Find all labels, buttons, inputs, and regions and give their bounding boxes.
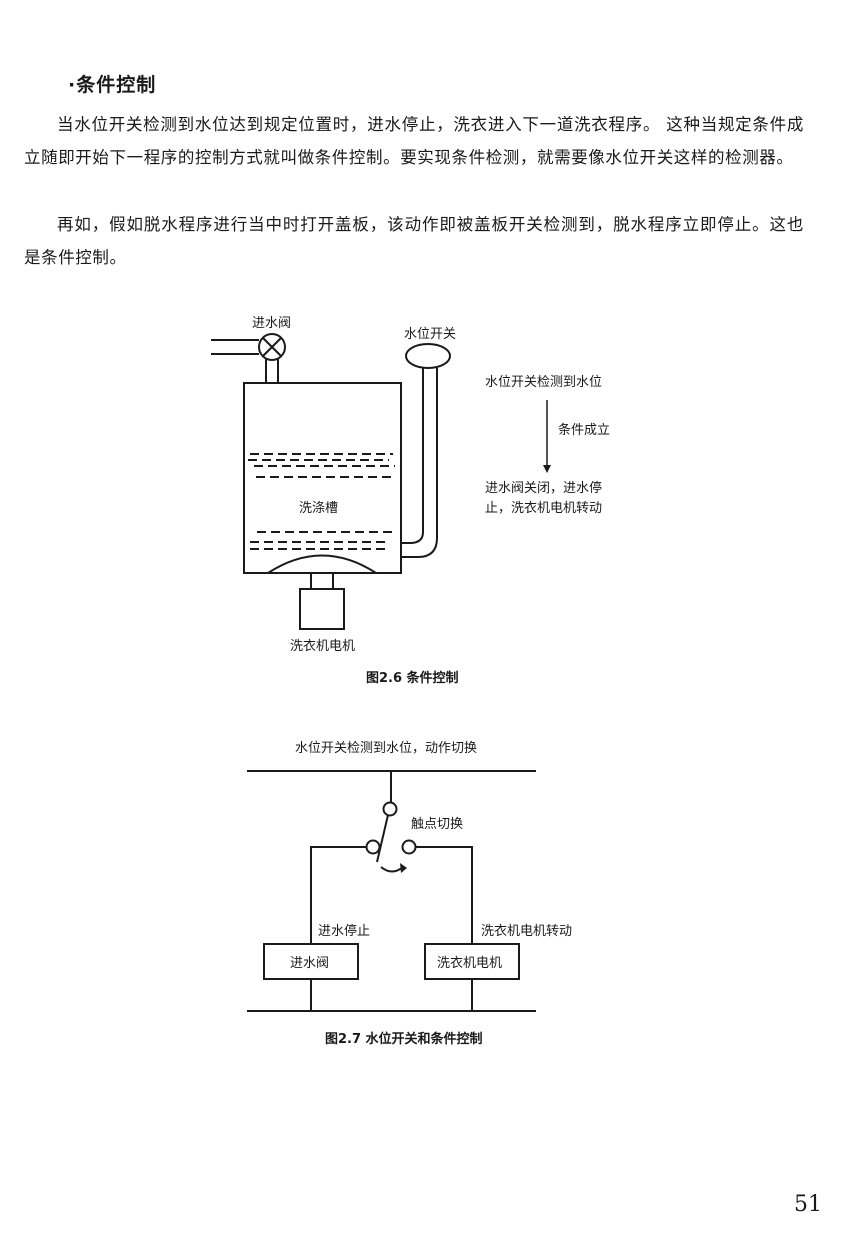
figure-2-7-caption: 图2.7 水位开关和条件控制 xyxy=(325,1031,483,1047)
level-switch-icon xyxy=(401,343,451,558)
fig27-left-box-label: 进水阀 xyxy=(290,956,329,971)
flow-condition-text: 条件成立 xyxy=(558,422,610,438)
body-paragraph: 再如，假如脱水程序进行当中时打开盖板，该动作即被盖板开关检测到，脱水程序立即停止… xyxy=(24,215,804,267)
water-level-lines xyxy=(248,453,397,550)
figure-2-6 xyxy=(211,333,551,630)
figure-2-7 xyxy=(247,770,536,1012)
label-motor: 洗衣机电机 xyxy=(290,638,355,654)
tub-outline xyxy=(243,382,402,574)
label-inlet-valve: 进水阀 xyxy=(252,316,291,331)
fig27-contact-label: 触点切换 xyxy=(411,817,463,832)
inlet-valve-box xyxy=(263,943,359,980)
figure-2-6-caption: 图2.6 条件控制 xyxy=(366,670,459,686)
pulsator xyxy=(267,554,377,574)
switch-contact-icon xyxy=(365,801,417,873)
fig27-left-state: 进水停止 xyxy=(318,923,370,939)
fig27-right-state: 洗衣机电机转动 xyxy=(481,923,572,939)
flow-start-text: 水位开关检测到水位 xyxy=(485,375,602,390)
flow-result-line1: 进水阀关闭，进水停 xyxy=(485,480,602,496)
label-tub: 洗涤槽 xyxy=(299,501,338,516)
inlet-valve-icon xyxy=(258,333,286,383)
label-level-switch: 水位开关 xyxy=(404,327,456,342)
motor-box xyxy=(424,943,520,980)
section-heading: ·条件控制 xyxy=(68,74,157,96)
flow-arrow xyxy=(543,400,551,473)
fig27-right-box-label: 洗衣机电机 xyxy=(437,955,502,971)
flow-result-line2: 止，洗衣机电机转动 xyxy=(485,500,602,516)
inlet-pipe xyxy=(211,339,259,355)
motor-assembly xyxy=(299,573,345,630)
fig27-top-label: 水位开关检测到水位，动作切换 xyxy=(295,741,477,756)
body-paragraph: 当水位开关检测到水位达到规定位置时，进水停止，洗衣进入下一道洗衣程序。 这种当规… xyxy=(24,115,804,167)
page-number: 51 xyxy=(794,1192,822,1217)
